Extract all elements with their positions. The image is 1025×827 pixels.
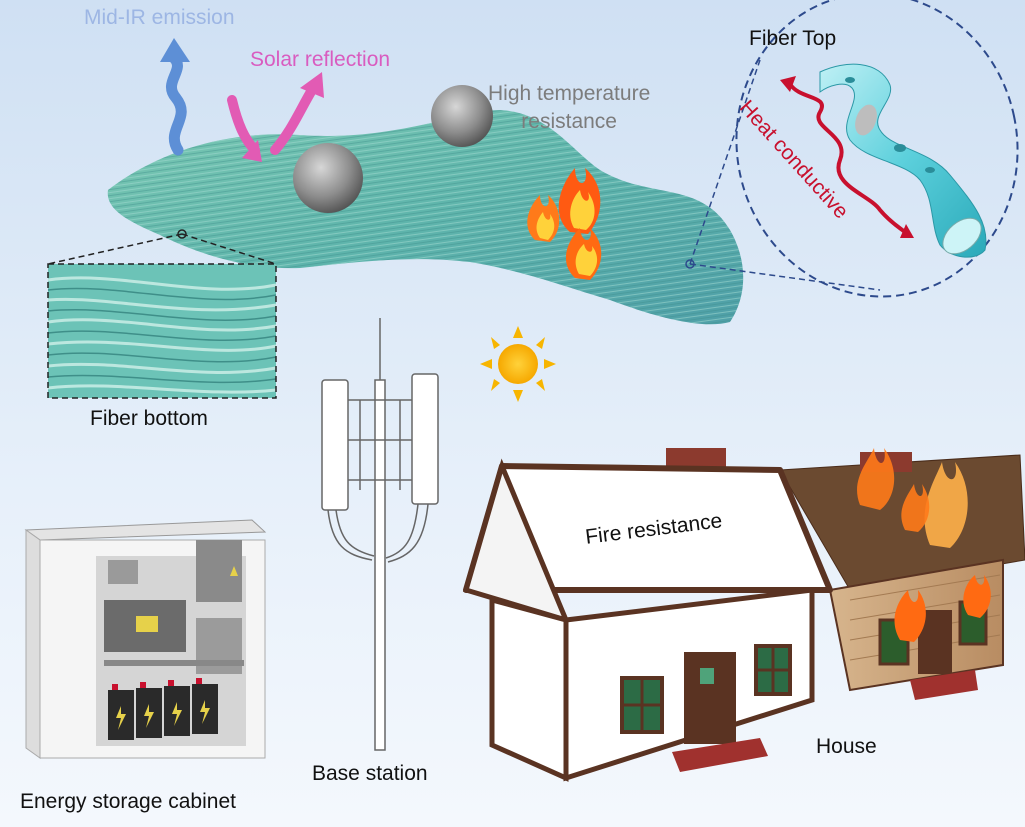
base-station-label: Base station — [312, 762, 428, 785]
energy-storage-cabinet-illustration — [24, 519, 267, 759]
burning-house-illustration — [779, 448, 1025, 700]
white-house-illustration — [462, 448, 833, 782]
base-station-illustration — [321, 318, 439, 751]
fiber-bottom-zoom — [47, 229, 277, 399]
solar-reflection-arrow-icon — [227, 72, 324, 162]
particle-sphere — [293, 143, 363, 213]
high-temperature-line1: High temperature — [488, 82, 651, 105]
fiber-top-zoom — [685, 0, 1019, 298]
particle-sphere — [431, 85, 493, 147]
energy-storage-cabinet-label: Energy storage cabinet — [20, 790, 236, 813]
house-label: House — [816, 735, 877, 758]
fiber-bottom-label: Fiber bottom — [90, 407, 208, 430]
fiber-top-label: Fiber Top — [749, 27, 837, 50]
flame-icon — [527, 168, 602, 280]
mid-ir-emission-label: Mid-IR emission — [84, 6, 235, 29]
sun-icon — [480, 326, 556, 402]
high-temperature-line2: resistance — [521, 110, 617, 133]
high-temperature-resistance-label: High temperature resistance — [488, 80, 650, 136]
solar-reflection-label: Solar reflection — [250, 48, 391, 71]
heat-conductive-arrow-icon — [780, 76, 914, 238]
mid-ir-arrow-icon — [160, 38, 190, 156]
